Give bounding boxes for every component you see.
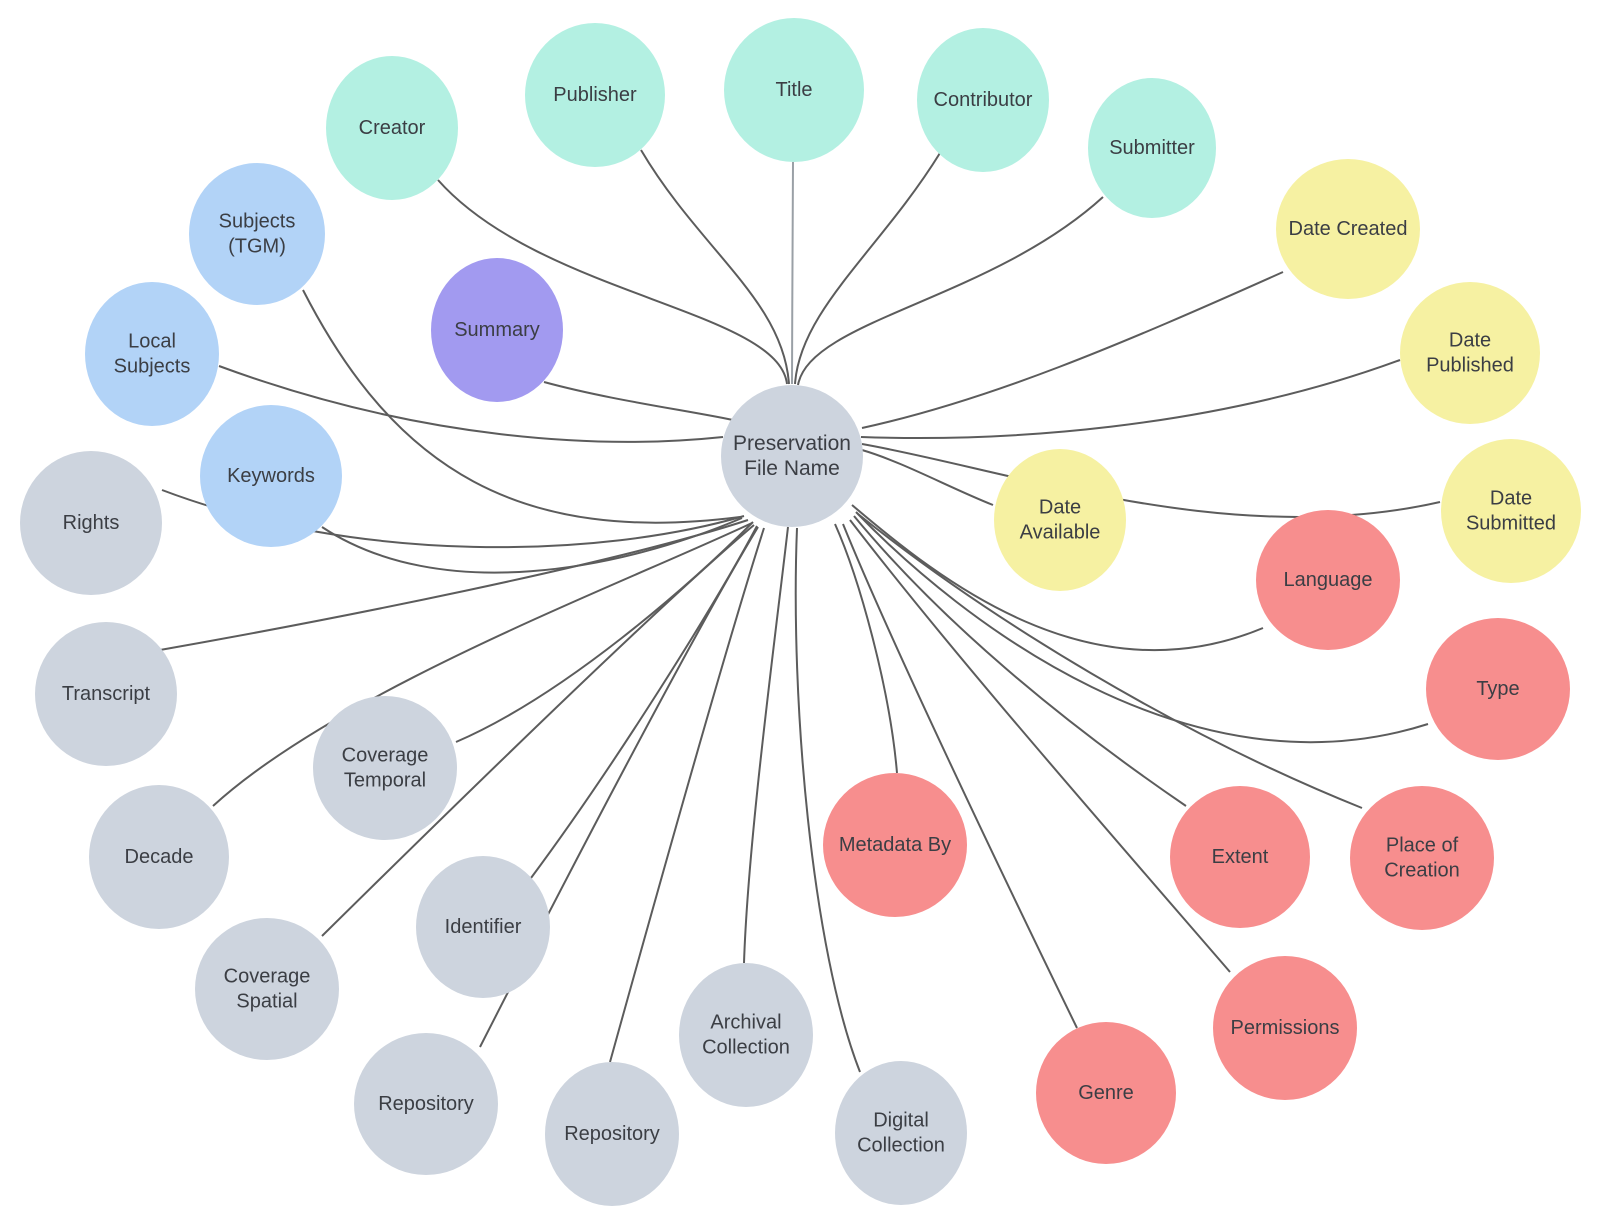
node-shape-metadata-by[interactable] — [823, 773, 967, 917]
node-shape-submitter[interactable] — [1088, 78, 1216, 218]
edge-coverage-temporal-to-center — [455, 521, 754, 743]
node-shape-subjects-tgm[interactable] — [189, 163, 325, 305]
node-shape-coverage-temporal[interactable] — [313, 696, 457, 840]
node-shape-permissions[interactable] — [1213, 956, 1357, 1100]
node-shape-date-published[interactable] — [1400, 282, 1540, 424]
node-shape-identifier[interactable] — [416, 856, 550, 998]
edge-identifier-to-center — [530, 525, 758, 879]
edge-digital-collection-to-center — [794, 527, 861, 1073]
node-transcript[interactable]: Transcript — [35, 622, 177, 766]
node-shape-transcript[interactable] — [35, 622, 177, 766]
edges-layer — [159, 149, 1441, 1073]
node-contributor[interactable]: Contributor — [917, 28, 1049, 172]
node-shape-genre[interactable] — [1036, 1022, 1176, 1164]
node-subjects-tgm[interactable]: Subjects(TGM) — [189, 163, 325, 305]
node-shape-date-submitted[interactable] — [1441, 439, 1581, 583]
edge-summary-to-center — [543, 381, 734, 421]
node-repository-2[interactable]: Repository — [545, 1062, 679, 1206]
edge-repository-2-to-center — [609, 527, 765, 1063]
edge-publisher-to-center — [640, 149, 790, 385]
edge-creator-to-center — [437, 179, 788, 385]
edge-subjects-tgm-to-center — [302, 289, 741, 524]
node-decade[interactable]: Decade — [89, 785, 229, 929]
node-language[interactable]: Language — [1256, 510, 1400, 650]
node-title[interactable]: Title — [724, 18, 864, 162]
edge-contributor-to-center — [794, 152, 941, 385]
edge-title-to-center — [791, 161, 794, 385]
edge-language-to-center — [851, 504, 1264, 652]
edge-date-created-to-center — [861, 271, 1284, 429]
node-shape-summary[interactable] — [431, 258, 563, 402]
edge-permissions-to-center — [849, 519, 1231, 973]
edge-archival-collection-to-center — [743, 526, 789, 964]
edge-keywords-to-center — [321, 517, 743, 574]
edge-metadata-by-to-center — [834, 523, 898, 774]
node-permissions[interactable]: Permissions — [1213, 956, 1357, 1100]
node-shape-place-of-creation[interactable] — [1350, 786, 1494, 930]
edge-date-published-to-center — [860, 359, 1401, 439]
node-metadata-by[interactable]: Metadata By — [823, 773, 967, 917]
node-shape-publisher[interactable] — [525, 23, 665, 167]
edge-date-available-to-center — [861, 449, 994, 506]
edge-type-to-center — [855, 511, 1429, 743]
node-genre[interactable]: Genre — [1036, 1022, 1176, 1164]
node-creator[interactable]: Creator — [326, 56, 458, 200]
node-shape-preservation-file-name[interactable] — [721, 385, 863, 527]
node-date-created[interactable]: Date Created — [1276, 159, 1420, 299]
node-summary[interactable]: Summary — [431, 258, 563, 402]
edge-local-subjects-to-center — [218, 365, 724, 443]
node-shape-archival-collection[interactable] — [679, 963, 813, 1107]
edge-date-submitted-to-center — [861, 443, 1441, 518]
node-keywords[interactable]: Keywords — [200, 405, 342, 547]
node-extent[interactable]: Extent — [1170, 786, 1310, 928]
node-shape-type[interactable] — [1426, 618, 1570, 760]
edge-extent-to-center — [853, 515, 1187, 807]
node-rights[interactable]: Rights — [20, 451, 162, 595]
node-shape-rights[interactable] — [20, 451, 162, 595]
node-submitter[interactable]: Submitter — [1088, 78, 1216, 218]
node-repository-1[interactable]: Repository — [354, 1033, 498, 1175]
node-shape-contributor[interactable] — [917, 28, 1049, 172]
node-identifier[interactable]: Identifier — [416, 856, 550, 998]
node-shape-extent[interactable] — [1170, 786, 1310, 928]
edge-decade-to-center — [212, 522, 753, 807]
edge-place-of-creation-to-center — [857, 513, 1363, 809]
edge-submitter-to-center — [797, 196, 1104, 386]
node-shape-date-available[interactable] — [994, 449, 1126, 591]
node-shape-decade[interactable] — [89, 785, 229, 929]
node-publisher[interactable]: Publisher — [525, 23, 665, 167]
node-shape-coverage-spatial[interactable] — [195, 918, 339, 1060]
node-shape-repository-2[interactable] — [545, 1062, 679, 1206]
node-shape-local-subjects[interactable] — [85, 282, 219, 426]
node-type[interactable]: Type — [1426, 618, 1570, 760]
node-shape-title[interactable] — [724, 18, 864, 162]
node-shape-keywords[interactable] — [200, 405, 342, 547]
edge-genre-to-center — [842, 523, 1078, 1029]
node-shape-creator[interactable] — [326, 56, 458, 200]
node-shape-digital-collection[interactable] — [835, 1061, 967, 1205]
node-shape-date-created[interactable] — [1276, 159, 1420, 299]
node-shape-repository-1[interactable] — [354, 1033, 498, 1175]
node-shape-language[interactable] — [1256, 510, 1400, 650]
